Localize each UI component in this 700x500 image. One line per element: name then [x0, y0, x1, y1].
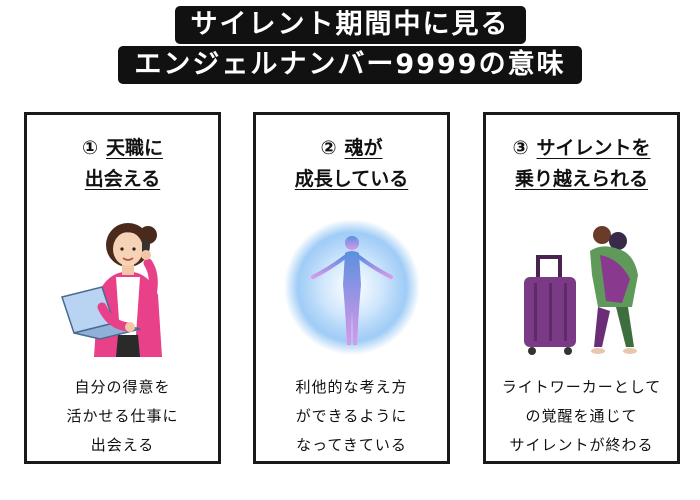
card-heading-line-2: 乗り越えられる: [514, 168, 648, 190]
glowing-soul-figure-icon: [256, 215, 447, 365]
title-line-1: サイレント期間中に見る: [174, 6, 526, 44]
couple-hug-suitcase-icon: [486, 215, 677, 365]
card-text-line: 活かせる仕事に: [66, 407, 179, 425]
card-heading-line-1: 天職に: [106, 137, 164, 159]
card-text-line: 自分の得意を: [74, 378, 171, 396]
card-text-line: サイレントが終わる: [509, 436, 654, 454]
card-number: ②: [320, 137, 337, 159]
card-description: 利他的な考え方 ができるように なってきている: [256, 373, 447, 460]
card-heading-line-2: 出会える: [84, 168, 161, 190]
woman-with-laptop-phone-icon: [27, 215, 218, 365]
card-text-line: ライトワーカーとして: [501, 378, 662, 396]
card-heading: ② 魂が 成長している: [256, 133, 447, 195]
title-line-2: エンジェルナンバー9999の意味: [118, 46, 582, 84]
card-description: ライトワーカーとして の覚醒を通じて サイレントが終わる: [486, 373, 677, 460]
meaning-card-1: ① 天職に 出会える: [24, 112, 221, 464]
card-description: 自分の得意を 活かせる仕事に 出会える: [27, 373, 218, 460]
card-heading: ③ サイレントを 乗り越えられる: [486, 133, 677, 195]
card-heading-line-2: 成長している: [294, 168, 409, 190]
card-text-line: ができるように: [295, 407, 408, 425]
card-text-line: なってきている: [296, 436, 407, 454]
card-text-line: 利他的な考え方: [295, 378, 408, 396]
card-number: ③: [512, 137, 529, 159]
title-banner: サイレント期間中に見る エンジェルナンバー9999の意味: [0, 6, 700, 84]
card-text-line: の覚醒を通じて: [525, 407, 638, 425]
card-heading-line-1: 魂が: [344, 137, 383, 159]
card-text-line: 出会える: [90, 436, 155, 454]
card-heading-line-1: サイレントを: [536, 137, 651, 159]
card-number: ①: [81, 137, 99, 159]
card-heading: ① 天職に 出会える: [27, 133, 218, 195]
